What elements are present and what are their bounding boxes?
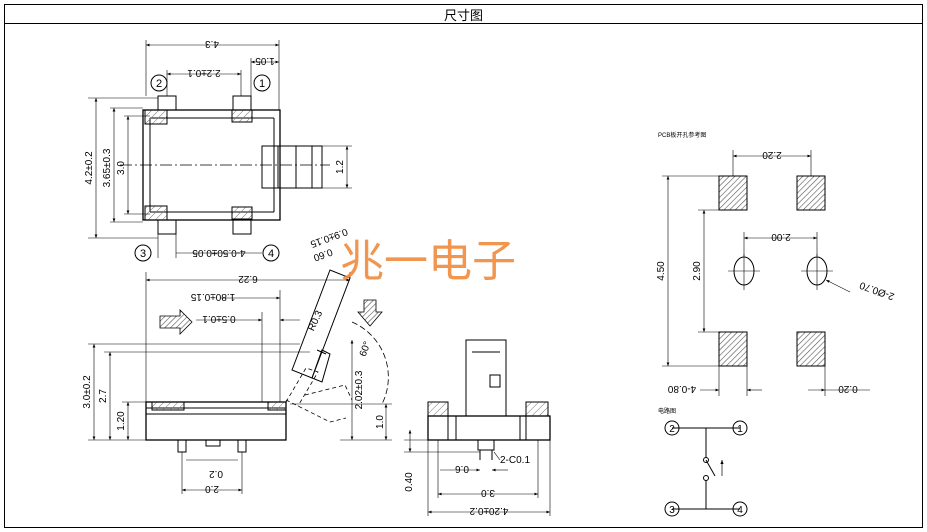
dim-top-lever: 1.2: [335, 160, 346, 174]
side-foot-right: [237, 439, 247, 453]
push-arrow-right: [159, 309, 193, 335]
dim-side-height: 3.0±0.2: [82, 375, 93, 409]
dim-pcb-total-height: 4.50: [656, 261, 667, 281]
side-foot-left: [177, 439, 187, 453]
circuit-pin-2: 2: [669, 424, 675, 435]
pcb-labels: PCB板开孔参考图 2.20 2.00 2-Ø0.70 4.50 2.90 4-…: [656, 131, 896, 394]
dim-pcb-hole-dia: 2-Ø0.70: [858, 279, 896, 302]
top-pin-1-label: 1: [259, 78, 265, 90]
dim-side-base-height: 1.20: [116, 411, 127, 431]
top-pin-2-label: 2: [156, 78, 162, 90]
dim-side-total: 6.22: [238, 273, 258, 284]
side-lever: [291, 269, 351, 379]
top-pin-3-label: 3: [140, 248, 146, 260]
circuit-pin-3: 3: [669, 505, 675, 516]
end-view: [404, 339, 551, 516]
pcb-pad-bottom-left: [718, 331, 748, 367]
dim-end-lever: 0.6: [455, 463, 469, 474]
switch-blade: [705, 459, 716, 477]
dim-end-standoff: 0.40: [404, 472, 415, 492]
dim-top-pin-width: 4-0.50±0.05: [192, 247, 246, 258]
circuit-diagram: [664, 420, 748, 517]
dim-top-edge: 1.05: [255, 55, 275, 66]
dim-end-total: 4.20±0.2: [469, 505, 508, 516]
circuit-pin-4: 4: [737, 505, 743, 516]
circuit-title: 电路图: [658, 407, 676, 415]
top-pin-2: [157, 95, 177, 111]
dim-top-height: 4.2±0.2: [84, 151, 95, 185]
watermark: 兆一电子: [340, 237, 516, 286]
dim-top-width: 4.3: [205, 38, 219, 49]
dim-side-radius: R0.3: [306, 309, 325, 333]
pcb-layout: [662, 150, 870, 396]
dim-side-lever-offset: 1.80±0.15: [190, 291, 235, 302]
dim-pcb-pad-span: 2.90: [692, 261, 703, 281]
top-pin-4-marker: [262, 244, 280, 262]
top-view: [88, 40, 352, 262]
pcb-title: PCB板开孔参考图: [658, 131, 706, 139]
dim-end-body: 3.0: [481, 487, 495, 498]
dim-top-pin-span: 3.0: [116, 161, 127, 175]
dim-side-body-height: 2.7: [98, 389, 109, 403]
dim-side-lever-gap: 0.5±0.1: [202, 313, 236, 324]
drawing-title: 尺寸图: [4, 4, 923, 24]
switch-contact-top: [703, 457, 709, 463]
top-pin-3: [157, 219, 177, 235]
dim-end-chamfer: 2-C0.1: [500, 455, 530, 466]
top-view-lever: [261, 145, 323, 189]
top-pin-1-marker: [253, 74, 271, 92]
top-pin-2-marker: [150, 74, 168, 92]
drawing-frame: [4, 24, 923, 528]
dim-side-foot-width: 0.2: [209, 468, 223, 479]
top-pin-4-label: 4: [268, 248, 274, 260]
top-pin-3-marker: [134, 244, 152, 262]
dim-pcb-hole-pitch: 2.00: [771, 231, 791, 242]
dim-pcb-pad-width: 4-0.80: [667, 383, 696, 394]
dim-side-pivot-height: 2.02±0.3: [354, 370, 365, 409]
end-view-body: [427, 415, 551, 441]
dim-side-foot-pitch: 2.0: [205, 483, 219, 494]
end-view-labels: 0.40 0.6 2-C0.1 3.0 4.20±0.2: [404, 455, 530, 516]
circuit-labels: 电路图 2 1 3 4: [658, 407, 743, 516]
dim-top-inner: 3.65±0.3: [102, 148, 113, 187]
push-arrow-down: [357, 299, 383, 327]
pcb-pad-top-right: [796, 175, 826, 211]
pcb-pad-bottom-right: [796, 331, 826, 367]
dim-side-right-height: 1.0: [375, 415, 386, 429]
dim-pcb-pad-gap: 2.20: [762, 149, 782, 160]
top-view-labels: 2 1 3 4 4.3 2.2±0.1 1.05 4.2±0.2 3.65±0.…: [84, 38, 346, 260]
circuit-pin-1: 1: [737, 424, 743, 435]
dim-side-angle: 60°: [358, 340, 374, 358]
switch-contact-bottom: [703, 475, 709, 481]
top-pin-1: [232, 95, 252, 111]
top-pin-4: [232, 219, 252, 235]
dim-pcb-pad-edge: 0.20: [838, 383, 858, 394]
dim-top-pitch: 2.2±0.1: [187, 67, 221, 78]
side-view: [88, 269, 392, 494]
pcb-pad-top-left: [718, 175, 748, 211]
